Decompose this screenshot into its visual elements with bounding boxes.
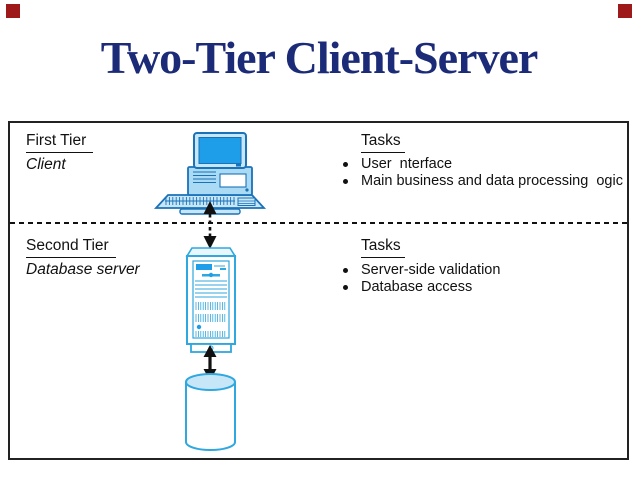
bullet-icon — [343, 285, 348, 290]
second-tier-label: Second Tier — [26, 237, 116, 258]
diagram-frame: First Tier Client Tasks User nterface Ma… — [8, 121, 629, 460]
database-cylinder-icon — [184, 372, 237, 453]
first-tier-role-label: Client — [26, 156, 66, 173]
server-tower-icon — [184, 247, 238, 355]
second-tier-task-list: Server-side validation Database access — [343, 262, 500, 296]
task-item: User nterface — [343, 156, 623, 173]
tier-divider-dashed-line — [10, 222, 627, 224]
desktop-computer-icon — [150, 131, 270, 217]
second-tier-tasks-heading: Tasks — [361, 237, 405, 258]
bullet-icon — [343, 268, 348, 273]
task-item: Main business and data processing ogic — [343, 173, 623, 190]
corner-marker-top-left — [6, 4, 20, 18]
client-server-arrow-icon — [200, 201, 220, 249]
task-item: Database access — [343, 279, 500, 296]
first-tier-tasks-heading: Tasks — [361, 132, 405, 153]
bullet-icon — [343, 162, 348, 167]
first-tier-task-list: User nterface Main business and data pro… — [343, 156, 623, 190]
second-tier-role-label: Database server — [26, 261, 140, 278]
first-tier-label: First Tier — [26, 132, 94, 153]
slide-title: Two-Tier Client-Server — [100, 32, 539, 83]
bullet-icon — [343, 179, 348, 184]
corner-marker-top-right — [618, 4, 632, 18]
task-item: Server-side validation — [343, 262, 500, 279]
